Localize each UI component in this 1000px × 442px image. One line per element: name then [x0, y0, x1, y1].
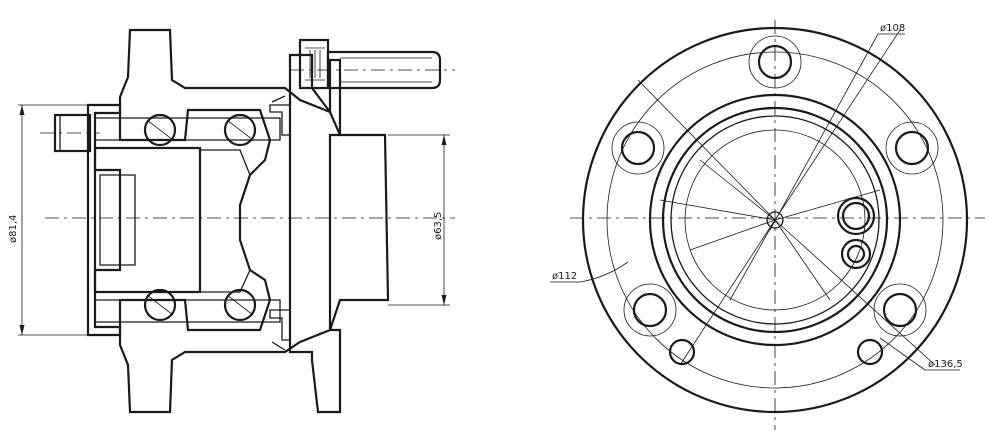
section-view: ø81,4 ø63,5: [8, 28, 455, 414]
dimension-bore-diameter: ø108: [769, 23, 905, 231]
bolt-hole: [668, 338, 696, 366]
seal-bottom: [269, 309, 291, 341]
seal-top: [269, 104, 291, 136]
front-view: ø108 ø112 ø136,5: [550, 20, 985, 430]
dimension-pilot-diameter: ø63,5: [388, 134, 450, 306]
sensor-holes: [836, 196, 876, 270]
bolt-hole: [620, 130, 656, 166]
abs-sensor-cap: [86, 103, 122, 337]
wheel-stud: [290, 38, 455, 90]
bolt-holes: [611, 35, 939, 366]
inner-ring: [93, 146, 202, 294]
dimension-hub-diameter: ø112: [550, 261, 629, 283]
label-inner-diameter: ø81,4: [8, 215, 19, 243]
bolt-hole: [856, 338, 884, 366]
bearing-ball: [223, 113, 257, 147]
label-hub-diameter: ø112: [552, 271, 577, 282]
bearing-ball: [223, 288, 257, 322]
bearing-ball: [143, 113, 177, 147]
dimension-inner-diameter: ø81,4: [8, 104, 88, 336]
axle-cavity: [99, 174, 136, 266]
dimension-bolt-circle: ø136,5: [879, 337, 963, 371]
bearing-ball: [143, 288, 177, 322]
radial-lines: [637, 29, 936, 366]
bolt-hole: [894, 130, 930, 166]
inner-bore: [199, 149, 251, 293]
label-pilot-diameter: ø63,5: [433, 212, 444, 240]
bolt-hole: [882, 292, 918, 328]
bolt-hole: [632, 292, 668, 328]
label-bolt-circle: ø136,5: [928, 359, 963, 370]
hub-body: [118, 28, 390, 414]
label-bore-diameter: ø108: [880, 23, 905, 34]
bearing-balls: [143, 113, 257, 322]
wheel-flange: [288, 53, 342, 414]
abs-sensor: [53, 113, 92, 153]
